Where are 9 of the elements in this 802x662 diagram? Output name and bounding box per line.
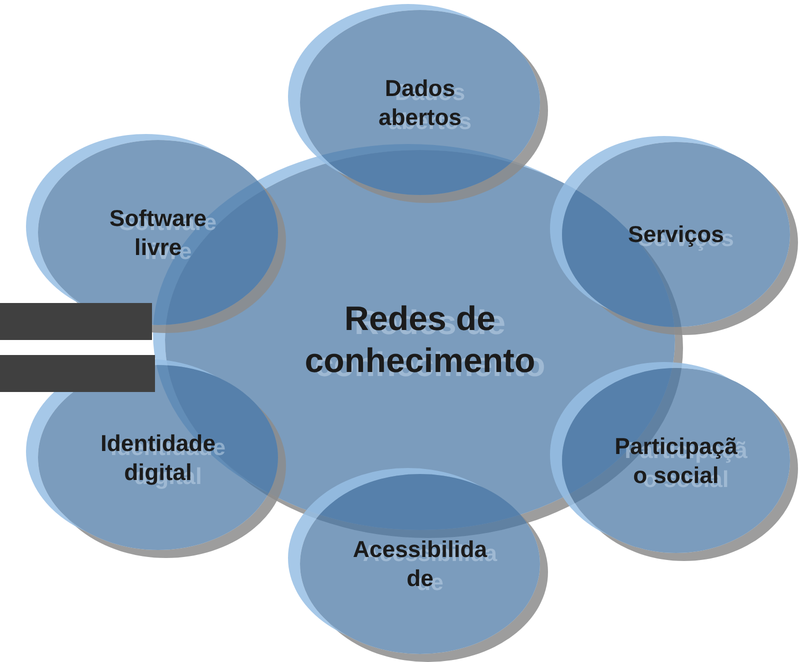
node-label: Dados abertos [377,74,463,132]
dark-bar [0,303,152,340]
node-label: Software livre [108,204,208,262]
node-label: Acessibilida de [352,535,488,593]
node-label: Serviços [628,220,724,249]
node-label: Redes de conhecimento [304,298,536,382]
node-label: Identidade digital [99,428,216,486]
dark-bar [0,355,155,392]
node-label: Participaçã o social [614,432,738,490]
